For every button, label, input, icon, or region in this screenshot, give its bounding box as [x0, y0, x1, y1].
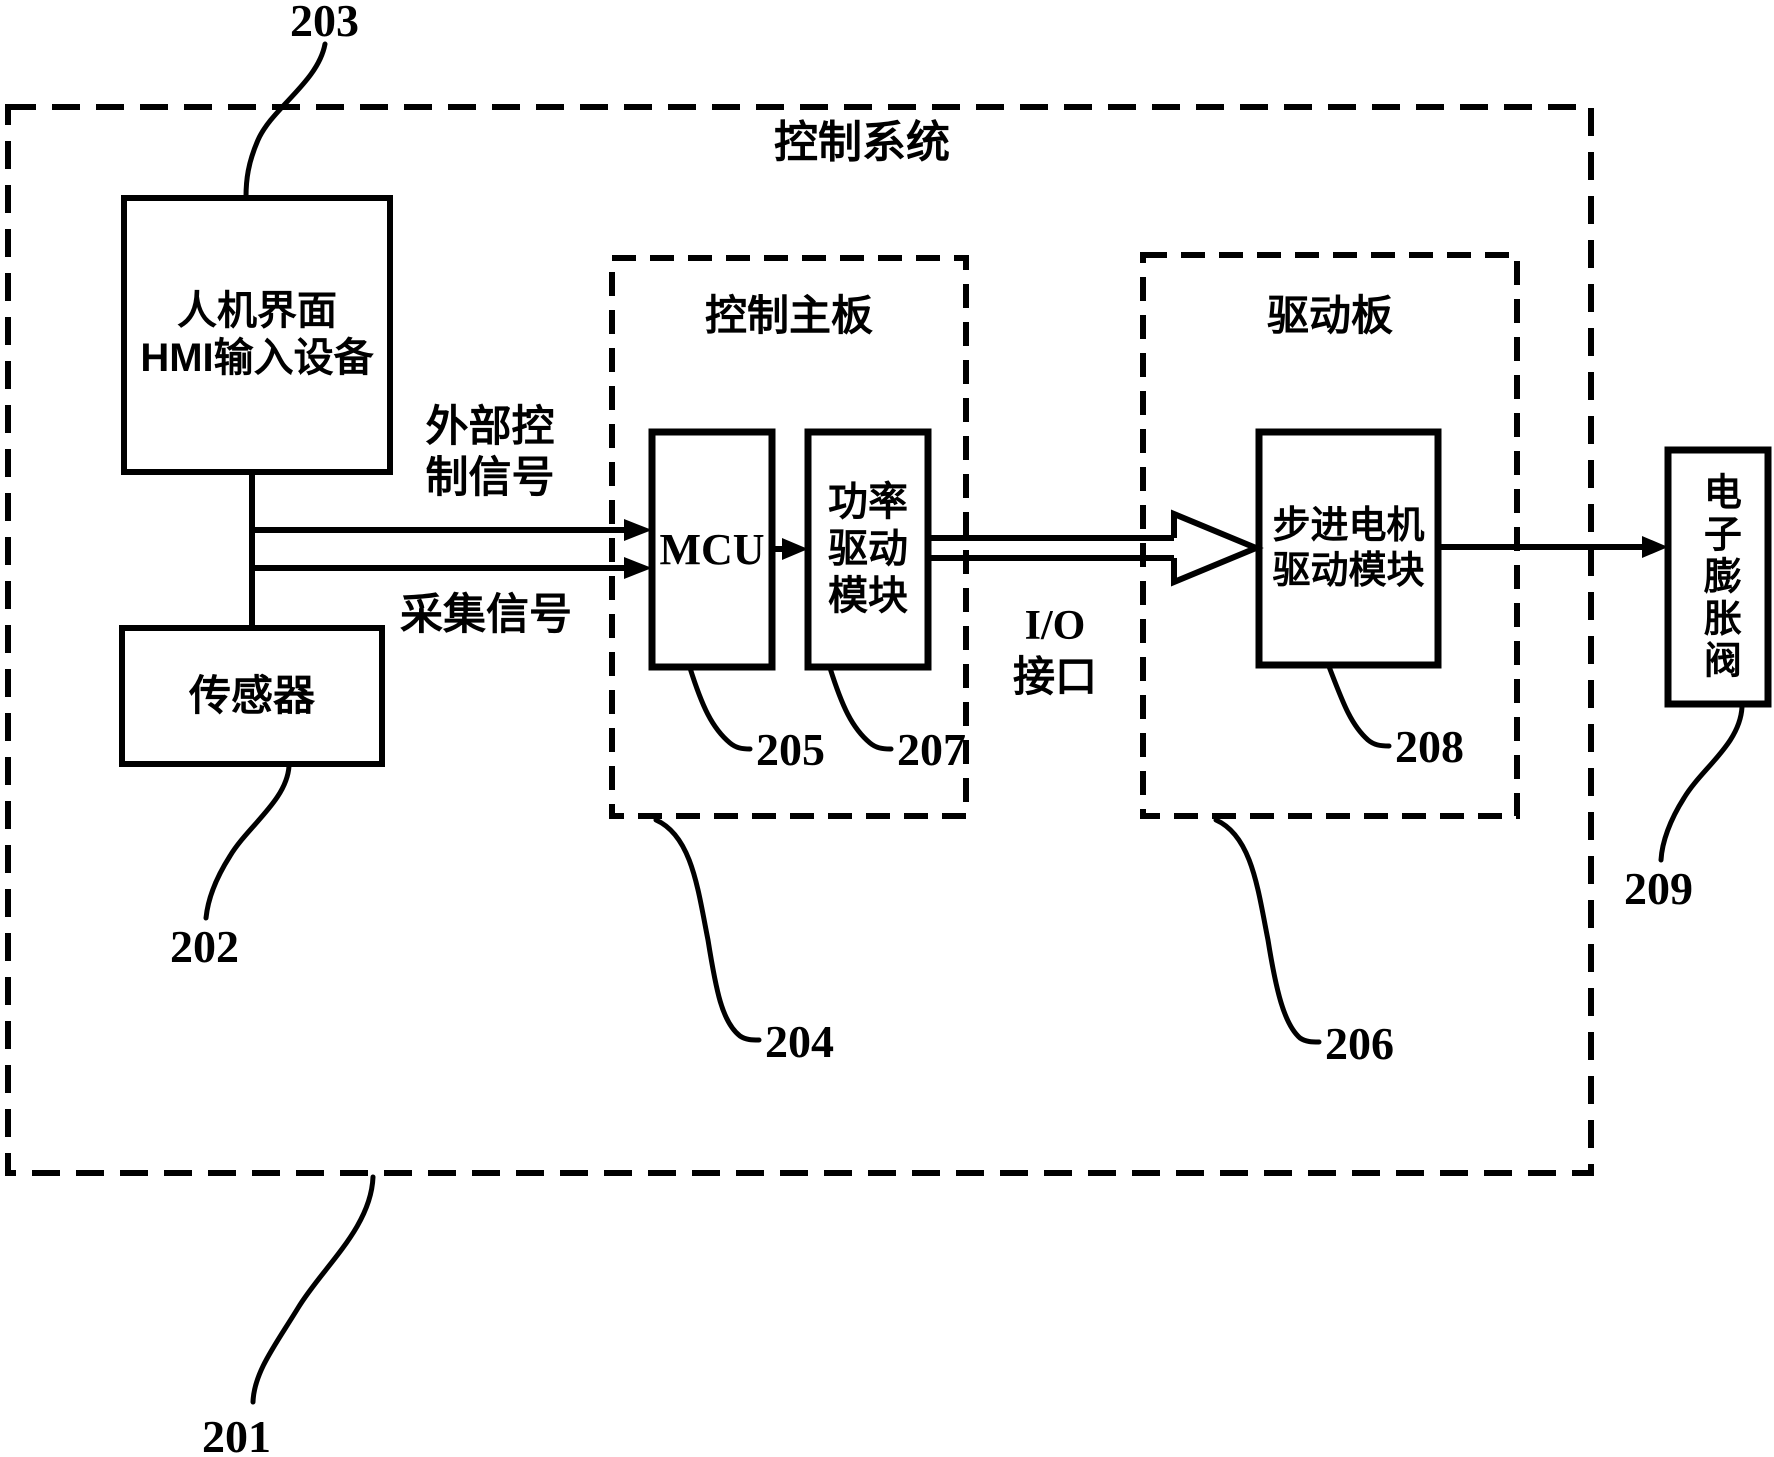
- collect-signal-arrowhead-icon: [624, 557, 652, 579]
- leader-207: [827, 665, 894, 752]
- ref-202: 202: [170, 921, 239, 972]
- power-module-line1: 功率: [828, 479, 908, 524]
- leader-209: [1658, 704, 1745, 863]
- external-signal-arrowhead-icon: [624, 519, 652, 541]
- control-board-caption: 控制主板: [704, 292, 873, 339]
- ref-208: 208: [1395, 721, 1464, 772]
- external-signal-line1: 外部控: [425, 403, 555, 452]
- leader-204: [653, 817, 762, 1043]
- stepper-module-line2: 驱动模块: [1272, 549, 1425, 592]
- valve-label: 电子膨胀阀: [1697, 472, 1740, 682]
- collect-signal-label: 采集信号: [400, 591, 572, 639]
- leader-206: [1213, 817, 1322, 1045]
- leader-202: [203, 763, 292, 921]
- stepper-module-label: 步进电机 驱动模块: [1259, 432, 1438, 665]
- ref-204: 204: [765, 1016, 834, 1067]
- leader-201: [250, 1174, 376, 1405]
- leader-203: [243, 41, 328, 200]
- external-signal-label: 外部控 制信号: [410, 398, 570, 508]
- power-module-line3: 模块: [828, 574, 908, 619]
- mcu-box: [648, 428, 776, 671]
- system-title: 控制系统: [774, 118, 950, 167]
- sensor-label: 传感器: [188, 672, 315, 720]
- valve-box: [1664, 446, 1772, 708]
- leader-208: [1325, 661, 1392, 749]
- hmi-label-line2: HMI输入设备: [140, 336, 374, 380]
- power-module-box: [804, 428, 932, 671]
- ref-203: 203: [290, 0, 359, 46]
- leader-205: [687, 665, 753, 752]
- hmi-box: [121, 195, 393, 475]
- ref-201: 201: [202, 1411, 271, 1457]
- stepper-module-line1: 步进电机: [1272, 504, 1425, 547]
- driver-board-caption: 驱动板: [1266, 292, 1393, 339]
- power-module-line2: 驱动: [828, 526, 908, 571]
- ref-206: 206: [1325, 1018, 1394, 1069]
- external-signal-line2: 制信号: [425, 454, 555, 502]
- ref-207: 207: [897, 724, 966, 775]
- power-module-label: 功率 驱动 模块: [808, 432, 928, 667]
- io-interface-line1: I/O: [1024, 603, 1086, 650]
- stepper-to-valve-arrowhead-icon: [1642, 536, 1668, 558]
- io-interface-line2: 接口: [1012, 653, 1097, 700]
- control-system-dashed-frame: [5, 104, 1594, 1176]
- hmi-label-line1: 人机界面: [177, 288, 337, 333]
- ref-205: 205: [756, 724, 825, 775]
- io-interface-label: I/O 接口: [980, 592, 1130, 712]
- hmi-label: 人机界面 HMI输入设备: [124, 198, 390, 472]
- ref-209: 209: [1624, 863, 1693, 914]
- io-bus-hollow-arrowhead-icon: [1171, 509, 1264, 587]
- mcu-to-power-arrowhead-icon: [782, 538, 808, 560]
- mcu-label: MCU: [659, 524, 765, 574]
- driver-board-dashed-frame: [1140, 252, 1520, 819]
